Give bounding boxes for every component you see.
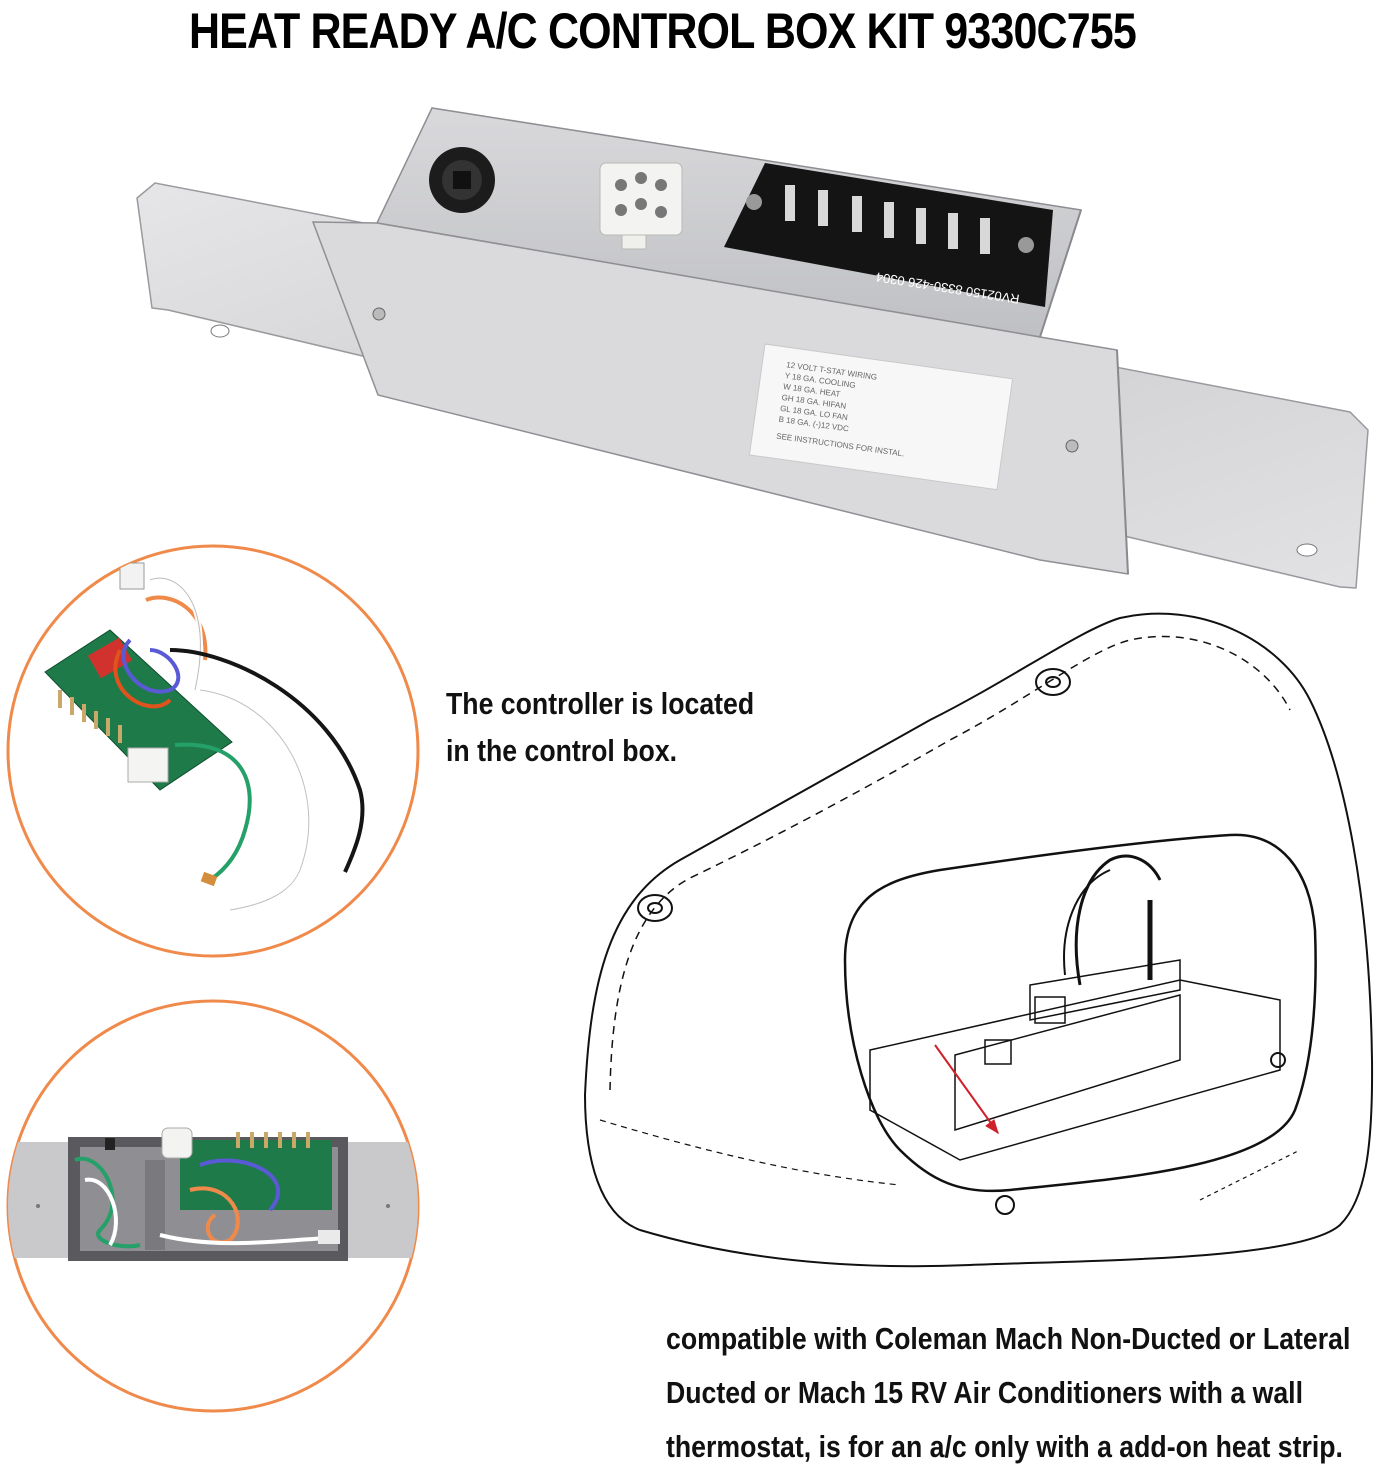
top-plug-icon: [119, 562, 145, 590]
caption-line: Ducted or Mach 15 RV Air Conditioners wi…: [666, 1375, 1303, 1410]
control-box-photo: W GL GH Y B- FREEZE RV02150 8330-426 030…: [136, 107, 1369, 589]
controller-location-caption: The controller is located in the control…: [446, 680, 754, 774]
controller-board-circle: [6, 544, 420, 958]
ac-unit-line-drawing: [583, 612, 1374, 1268]
compatibility-caption: compatible with Coleman Mach Non-Ducted …: [666, 1312, 1350, 1474]
page-title: HEAT READY A/C CONTROL BOX KIT 9330C755: [188, 3, 1137, 59]
wiring-label-sticker: 12 VOLT T-STAT WIRING Y 18 GA. COOLING W…: [748, 343, 1014, 491]
pointer-arrow: [934, 1044, 999, 1134]
white-connector-icon: [127, 747, 169, 783]
grommet-icon: [429, 147, 495, 213]
control-box-interior-circle: [6, 999, 420, 1413]
connector-plug-icon: [599, 162, 683, 250]
caption-line: thermostat, is for an a/c only with a ad…: [666, 1429, 1343, 1464]
caption-line: in the control box.: [446, 733, 678, 768]
caption-line: The controller is located: [446, 686, 755, 721]
caption-line: compatible with Coleman Mach Non-Ducted …: [666, 1321, 1351, 1356]
